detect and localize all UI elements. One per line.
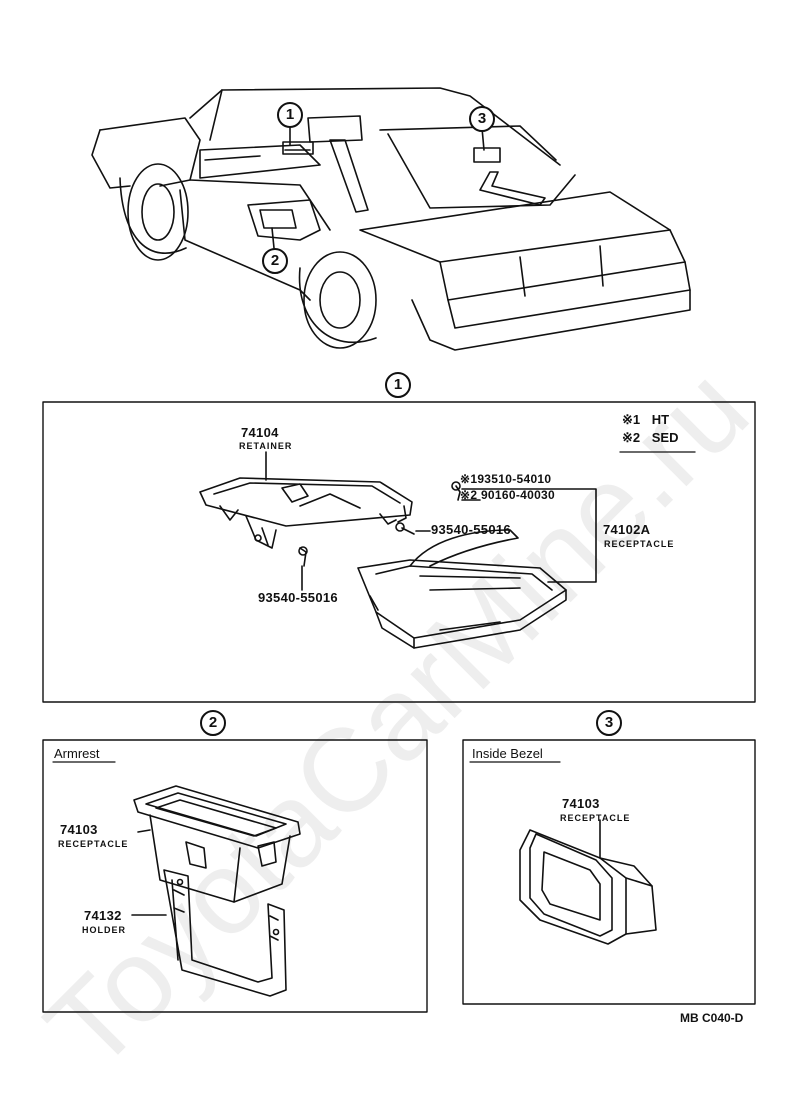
panel3-marker: 3 — [596, 710, 622, 736]
car-illustration — [91, 87, 691, 351]
receptacle-74102a-part-number: 74102A — [603, 522, 651, 537]
legend: ※1 HT ※2 SED — [622, 412, 678, 446]
legend-2-mark: ※2 — [622, 430, 641, 445]
panel3-frame — [462, 739, 756, 1005]
receptacle-74102a-drawing — [357, 529, 567, 649]
holder-part-number: 74132 — [84, 908, 122, 923]
retainer-part-name: RETAINER — [239, 441, 293, 451]
panel2-frame — [42, 739, 428, 1013]
armrest-receptacle-part-name: RECEPTACLE — [58, 839, 129, 849]
retainer-drawing — [199, 477, 413, 549]
armrest-receptacle-part-number: 74103 — [60, 822, 98, 837]
callout-marker-3: 3 — [469, 106, 495, 132]
screw-2-part-number: ※2 90160-40030 — [460, 488, 555, 502]
bolt-left-part-number: 93540-55016 — [258, 590, 338, 605]
bolt-right-part-number: 93540-55016 — [431, 522, 511, 537]
panel3-title: Inside Bezel — [472, 746, 543, 761]
panel1-marker: 1 — [385, 372, 411, 398]
retainer-part-number: 74104 — [241, 425, 279, 440]
holder-part-name: HOLDER — [82, 925, 126, 935]
callout-marker-2: 2 — [262, 248, 288, 274]
bezel-receptacle-part-name: RECEPTACLE — [560, 813, 631, 823]
receptacle-74102a-part-name: RECEPTACLE — [604, 539, 675, 549]
legend-1-mark: ※1 — [622, 412, 641, 427]
panel2-marker: 2 — [200, 710, 226, 736]
legend-1-text: HT — [651, 412, 670, 427]
bezel-receptacle-part-number: 74103 — [562, 796, 600, 811]
panel2-title: Armrest — [54, 746, 100, 761]
diagram-code: MB C040-D — [680, 1011, 744, 1025]
bezel-receptacle-drawing — [519, 829, 657, 945]
panel1-frame — [42, 401, 756, 703]
armrest-receptacle-drawing — [133, 785, 301, 903]
screws-drawing — [298, 481, 461, 567]
holder-drawing — [163, 869, 287, 997]
diagram-drawing — [42, 87, 756, 1013]
screw-1-part-number: ※193510-54010 — [460, 472, 552, 486]
legend-2-text: SED — [651, 430, 679, 445]
callout-marker-1: 1 — [277, 102, 303, 128]
